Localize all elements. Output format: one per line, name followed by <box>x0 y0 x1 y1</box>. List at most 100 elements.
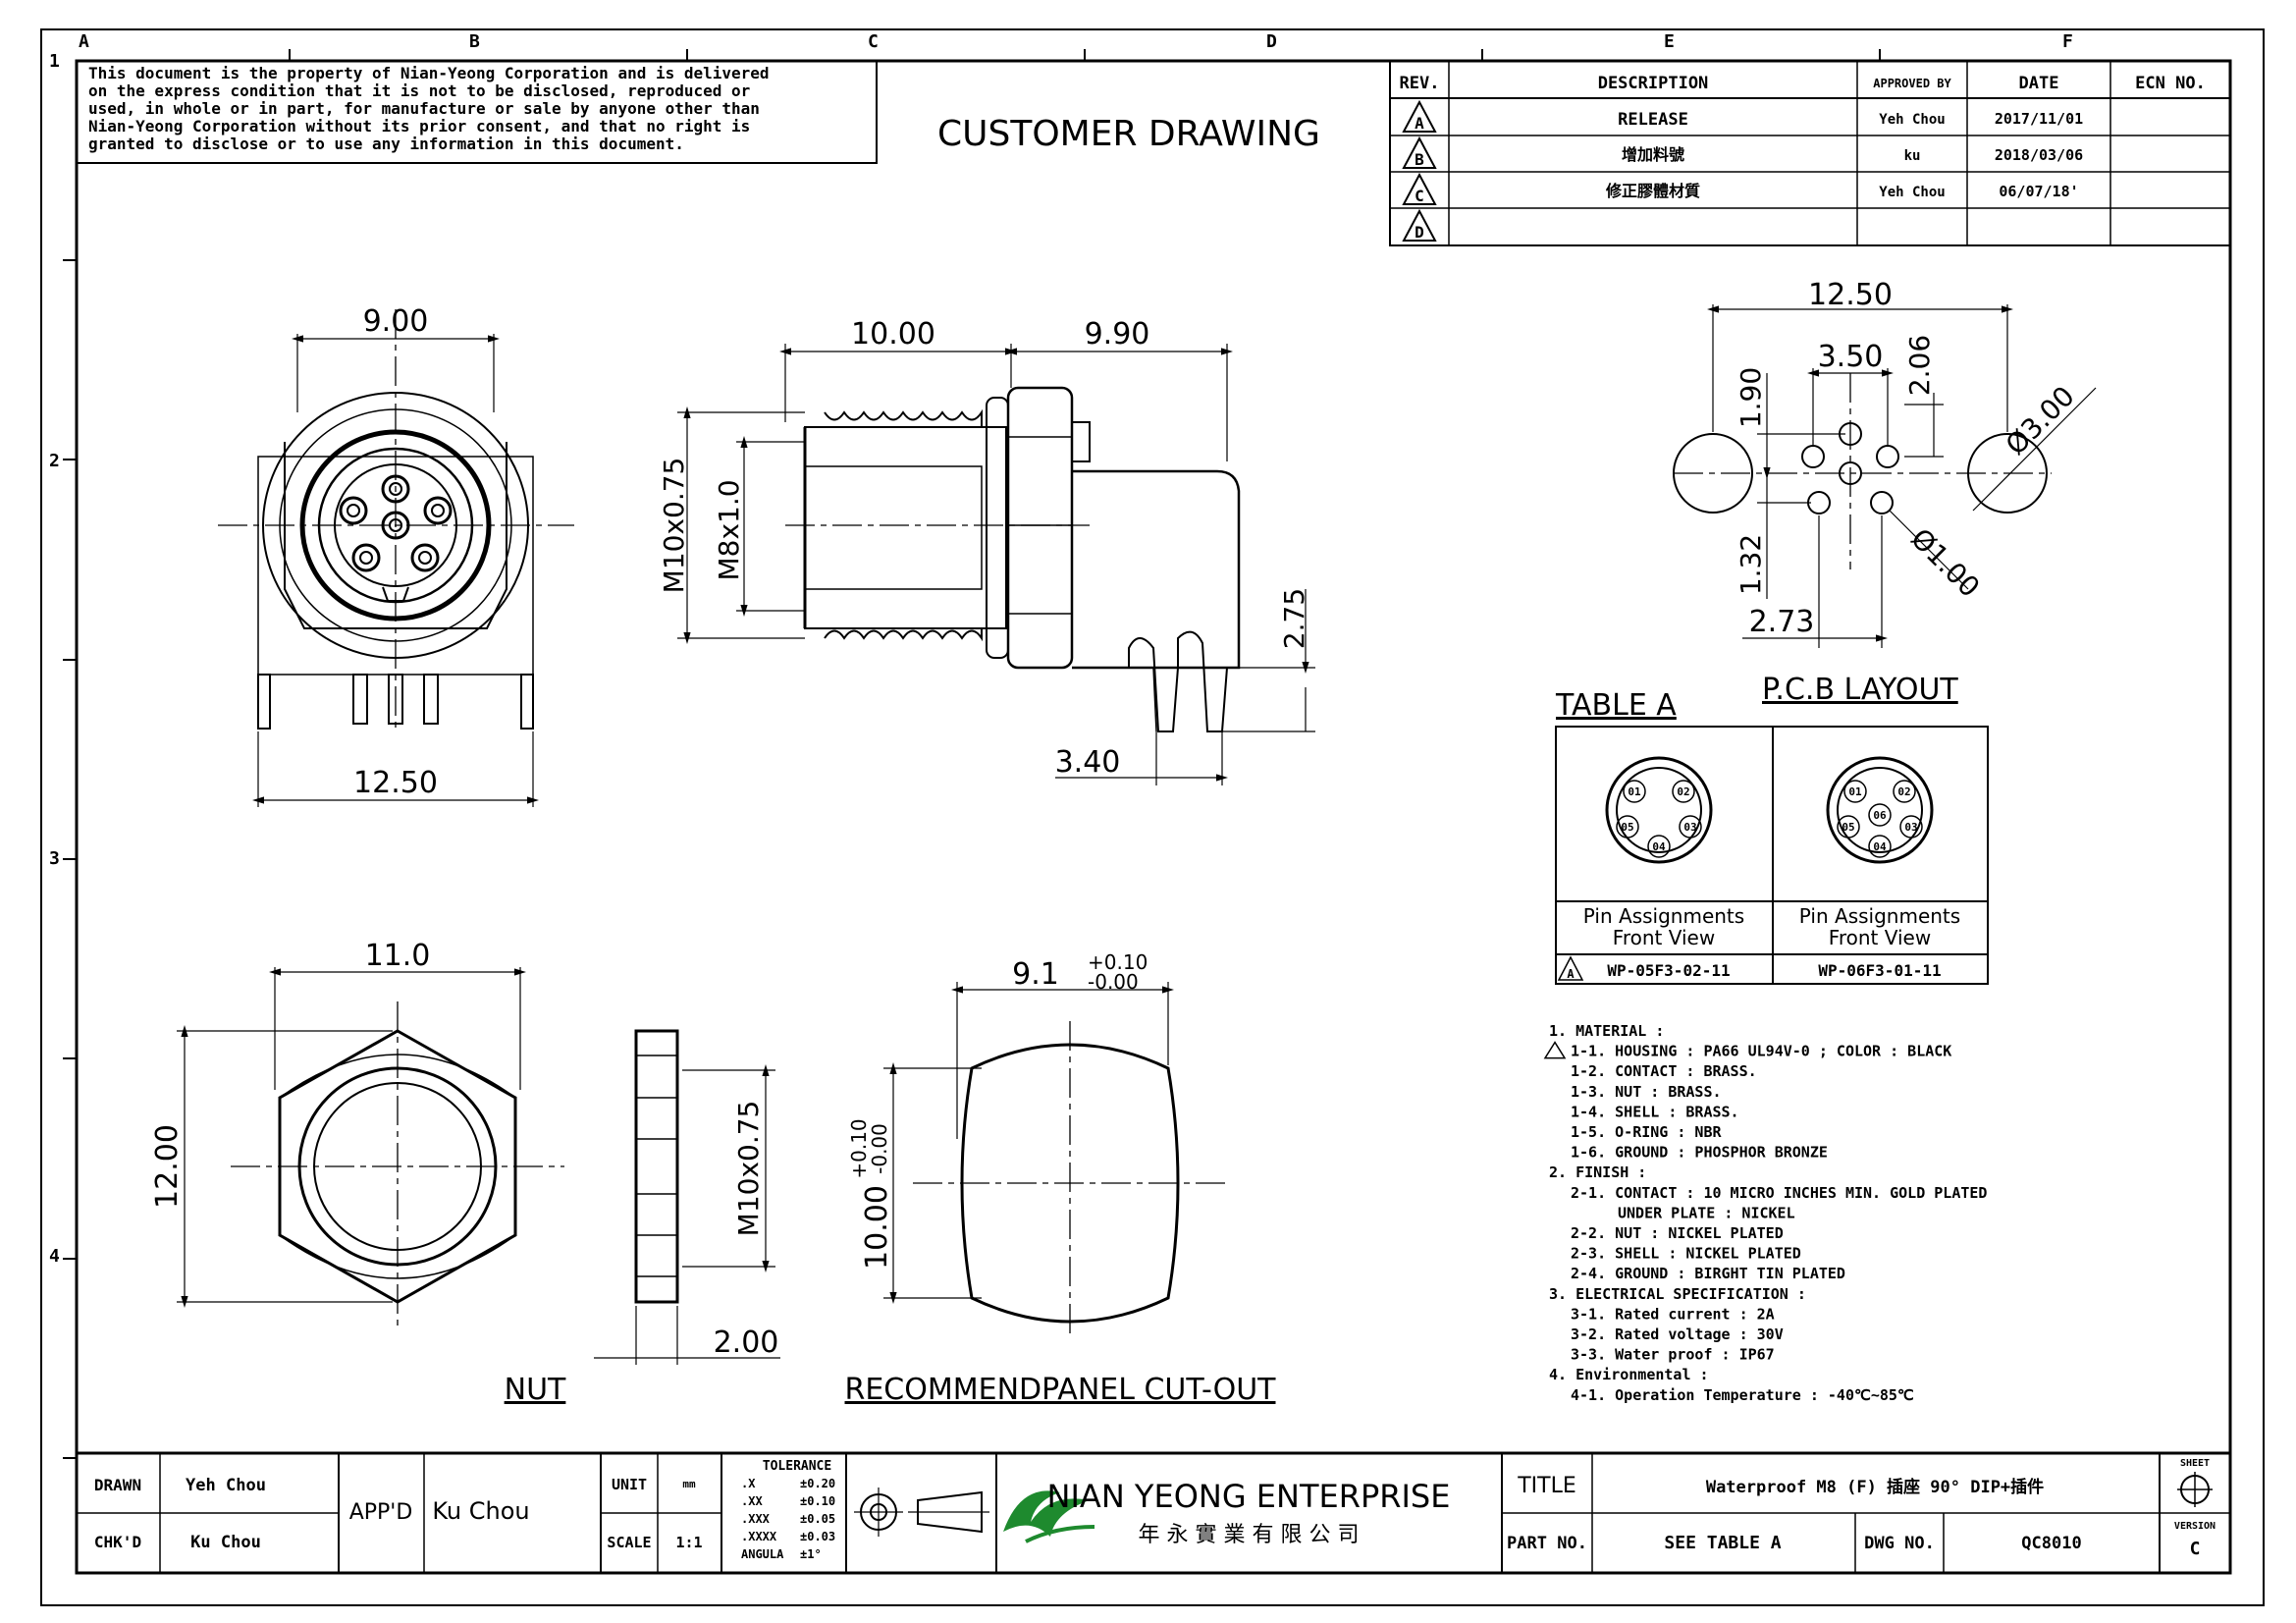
rev-description: 修正膠體材質 <box>1605 182 1700 200</box>
zone-row-label: 2 <box>49 451 60 471</box>
appd-label: APP'D <box>349 1500 413 1525</box>
notes: 1. MATERIAL : 1-1. HOUSING : PA66 UL94V-0… <box>1543 1022 1987 1404</box>
zone-columns: A B C D E F <box>79 31 2073 61</box>
zone-col-label: F <box>2062 31 2073 52</box>
dwgno-label: DWG NO. <box>1864 1534 1935 1553</box>
rev-mark: B <box>1415 150 1424 169</box>
table-a-caption: Pin Assignments <box>1799 904 1960 928</box>
note-line: 3-3. Water proof : IP67 <box>1571 1346 1775 1364</box>
rev-header: DESCRIPTION <box>1598 74 1709 93</box>
rev-header: ECN NO. <box>2135 74 2206 93</box>
notice-line: This document is the property of Nian-Ye… <box>88 64 770 82</box>
rev-mark: A <box>1567 967 1575 981</box>
rev-approved: Yeh Chou <box>1879 112 1945 128</box>
table-a-part: WP-06F3-01-11 <box>1818 961 1941 980</box>
partno-value: SEE TABLE A <box>1664 1533 1781 1553</box>
note-line: 2-1. CONTACT : 10 MICRO INCHES MIN. GOLD… <box>1571 1184 1987 1202</box>
dim-nut-width: 11.0 <box>365 939 431 973</box>
rev-date: 2017/11/01 <box>1995 110 2083 128</box>
revision-table: REV. DESCRIPTION APPROVED BY DATE ECN NO… <box>1389 60 2231 246</box>
dim-body-length: 9.90 <box>1085 317 1150 352</box>
scale-label: SCALE <box>607 1534 651 1551</box>
note-line: UNDER PLATE : NICKEL <box>1618 1204 1795 1221</box>
dim-pcb-pitch: 3.50 <box>1818 340 1884 374</box>
connector-5pin: 01 02 03 04 05 <box>1605 756 1713 864</box>
note-line: 4. Environmental : <box>1549 1366 1709 1383</box>
note-line: 2-3. SHELL : NICKEL PLATED <box>1571 1245 1801 1263</box>
company-name: NIAN YEONG ENTERPRISE <box>1047 1478 1451 1515</box>
title-label: TITLE <box>1517 1474 1576 1498</box>
sheet-label: SHEET <box>2180 1458 2210 1469</box>
projection-symbol-icon <box>854 1488 989 1537</box>
dim-tol-minus: -0.00 <box>1088 970 1139 994</box>
pin-label: 02 <box>1677 785 1689 798</box>
version-label: VERSION <box>2174 1521 2216 1532</box>
table-a-caption: Pin Assignments <box>1583 904 1744 928</box>
zone-col-label: D <box>1266 31 1277 52</box>
tolerance-key: .X <box>741 1477 756 1490</box>
dim-cutout-width: 9.1 <box>1012 957 1059 992</box>
note-line: 3. ELECTRICAL SPECIFICATION : <box>1549 1285 1806 1303</box>
dim-pcb-a: 2.06 <box>1903 335 1936 396</box>
note-line: 3-1. Rated current : 2A <box>1571 1305 1775 1323</box>
dim-thread-length: 10.00 <box>851 317 935 352</box>
version-value: C <box>2190 1539 2201 1559</box>
pin-label: 02 <box>1897 785 1910 798</box>
rev-row: C 修正膠體材質 Yeh Chou 06/07/18' <box>1402 172 2079 205</box>
rev-header: APPROVED BY <box>1873 77 1951 90</box>
table-a: TABLE A P.C.B LAYOUT 01 02 03 04 05 01 0 <box>1555 673 1989 985</box>
zone-row-label: 3 <box>49 848 60 869</box>
note-line: 2. FINISH : <box>1549 1163 1646 1181</box>
table-a-caption: Front View <box>1613 926 1715 949</box>
note-line: 4-1. Operation Temperature : -40℃~85℃ <box>1571 1386 1914 1404</box>
title-value: Waterproof M8 (F) 插座 90° DIP+插件 <box>1706 1477 2044 1497</box>
rev-date: 2018/03/06 <box>1995 146 2083 164</box>
dim-thread-outer: M10x0.75 <box>658 458 690 594</box>
dim-nut-height: 12.00 <box>150 1124 185 1209</box>
tolerance-key: .XXXX <box>741 1530 777 1543</box>
pin-label: 04 <box>1873 840 1887 853</box>
rev-mark: C <box>1415 187 1424 205</box>
note-line: 1. MATERIAL : <box>1549 1022 1664 1040</box>
note-line: 1-4. SHELL : BRASS. <box>1571 1103 1739 1120</box>
sheet-symbol-icon <box>2177 1472 2213 1507</box>
dim-front-width: 9.00 <box>363 304 429 339</box>
note-line: 1-5. O-RING : NBR <box>1571 1123 1722 1141</box>
outer-frame <box>40 28 2265 1606</box>
nut-title: NUT <box>505 1373 566 1407</box>
table-a-caption: Front View <box>1829 926 1931 949</box>
note-line: 2-2. NUT : NICKEL PLATED <box>1571 1224 1784 1242</box>
dim-tol-plus: +0.10 <box>1088 950 1148 974</box>
zone-col-label: B <box>469 31 480 52</box>
rev-date: 06/07/18' <box>1999 183 2078 200</box>
rev-row: A RELEASE Yeh Chou 2017/11/01 <box>1402 99 2083 133</box>
note-line: 1-1. HOUSING : PA66 UL94V-0 ; COLOR : BL… <box>1571 1043 1951 1060</box>
dim-pcb-b: 1.90 <box>1735 367 1767 428</box>
dwgno-value: QC8010 <box>2021 1534 2081 1553</box>
chkd-label: CHK'D <box>94 1533 141 1551</box>
nut-view: 11.0 12.00 NUT <box>150 939 566 1407</box>
note-line: 2-4. GROUND : BIRGHT TIN PLATED <box>1571 1265 1845 1282</box>
nut-side-view: M10x0.75 2.00 <box>594 1029 780 1365</box>
zone-row-label: 1 <box>49 51 60 72</box>
rev-description: 增加料號 <box>1622 145 1684 164</box>
rev-approved: ku <box>1904 148 1921 164</box>
drawn-value: Yeh Chou <box>186 1476 266 1495</box>
company-name-cn: 年 永 實 業 有 限 公 司 <box>1139 1523 1360 1547</box>
dim-nut-thickness: 2.00 <box>714 1325 779 1360</box>
zone-rows: 1 2 3 4 <box>49 51 77 1459</box>
partno-label: PART NO. <box>1507 1534 1587 1553</box>
dim-cutout-height: 10.00 <box>860 1185 894 1270</box>
dim-pcb-c: 1.32 <box>1735 534 1767 595</box>
dim-pcb-overall: 12.50 <box>1808 278 1893 312</box>
zone-col-label: E <box>1664 31 1675 52</box>
note-line: 1-2. CONTACT : BRASS. <box>1571 1062 1757 1080</box>
zone-row-label: 4 <box>49 1246 60 1267</box>
pin-label: 06 <box>1873 809 1887 822</box>
rev-row: B 增加料號 ku 2018/03/06 <box>1402 135 2083 169</box>
tolerance-key: ANGULA <box>741 1547 784 1561</box>
note-line: 3-2. Rated voltage : 30V <box>1571 1325 1784 1343</box>
tolerance-value: ±0.03 <box>800 1530 835 1543</box>
company-logo <box>1003 1490 1095 1543</box>
